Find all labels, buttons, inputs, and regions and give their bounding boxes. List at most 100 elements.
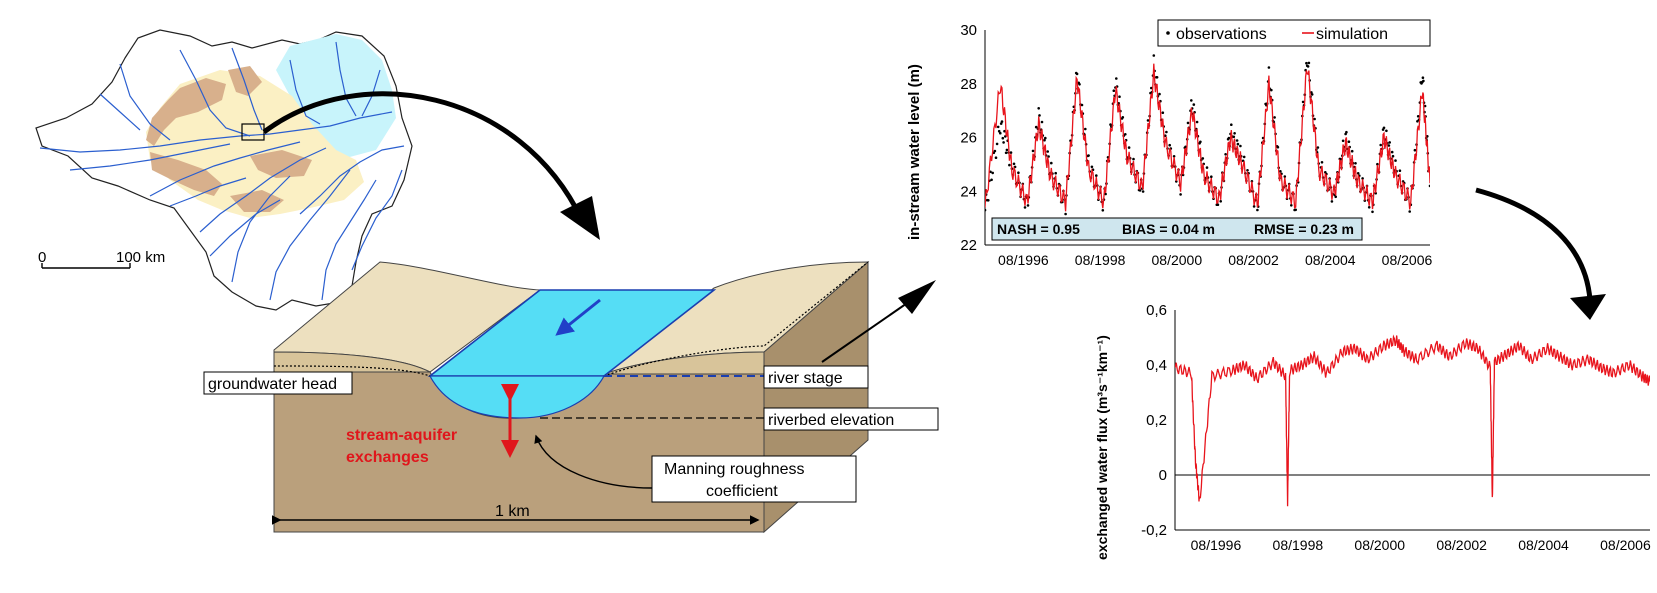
- observation-point: [1075, 72, 1079, 76]
- observation-point: [1199, 140, 1202, 144]
- observation-point: [1179, 193, 1182, 196]
- observation-point: [1227, 136, 1231, 140]
- flux-ylabel: exchanged water flux (m³s⁻¹km⁻¹): [1094, 335, 1110, 560]
- observation-point: [1034, 125, 1038, 129]
- scale-start-label: 0: [38, 249, 46, 266]
- stats-bias: BIAS = 0.04 m: [1122, 221, 1215, 237]
- observation-point: [1290, 204, 1293, 207]
- map-brown-region-1: [146, 78, 226, 146]
- observation-point: [1416, 115, 1420, 118]
- observation-point: [999, 131, 1002, 135]
- ytick-label: 22: [960, 237, 977, 254]
- observation-point: [999, 122, 1003, 125]
- observation-point: [1090, 165, 1094, 169]
- observation-point: [985, 208, 987, 212]
- observation-point: [1003, 129, 1006, 133]
- observation-point: [1158, 92, 1161, 96]
- ytick-label: 0,6: [1146, 302, 1167, 319]
- observation-point: [1301, 100, 1305, 104]
- observation-point: [1127, 146, 1131, 149]
- observation-point: [1038, 114, 1041, 117]
- flow-direction-arrow: [555, 298, 601, 336]
- observation-point: [1270, 88, 1273, 92]
- scale-end-label: 100 km: [116, 249, 165, 266]
- observation-point: [1184, 145, 1187, 149]
- observation-point: [1046, 150, 1049, 153]
- xtick-label: 08/2002: [1228, 252, 1279, 268]
- observation-point: [1390, 150, 1394, 154]
- groundwater-head-box: [203, 371, 353, 395]
- observation-point: [1050, 161, 1053, 165]
- observation-point: [1387, 144, 1391, 147]
- observation-point: [1104, 192, 1107, 196]
- series-line-flux: [1175, 334, 1650, 507]
- legend-simulation: simulation: [1316, 26, 1388, 43]
- observation-point: [1361, 177, 1364, 180]
- observation-point: [1161, 111, 1165, 114]
- xtick-label: 08/1998: [1273, 537, 1324, 553]
- observation-point: [1043, 138, 1046, 142]
- observation-point: [1210, 175, 1213, 178]
- observation-point: [1388, 141, 1391, 144]
- observation-point: [1004, 151, 1008, 155]
- observation-point: [987, 199, 990, 202]
- ytick-label: -0,2: [1141, 522, 1167, 539]
- observation-point: [1054, 171, 1057, 175]
- observation-point: [995, 142, 999, 146]
- xtick-label: 08/1998: [1075, 252, 1126, 268]
- exchanges-label-line2: exchanges: [346, 449, 429, 466]
- observation-point: [1246, 169, 1249, 172]
- observation-point: [1230, 123, 1233, 126]
- stats-nash: NASH = 0.95: [997, 221, 1080, 237]
- observation-point: [1421, 76, 1425, 79]
- observation-point: [1408, 210, 1411, 213]
- series-line-simulation: [985, 63, 1430, 212]
- observation-point: [1084, 127, 1087, 131]
- observation-point: [1310, 93, 1314, 96]
- river-network: [39, 41, 405, 301]
- observation-point: [1252, 205, 1256, 208]
- observation-point: [1276, 145, 1280, 149]
- observation-point: [1037, 107, 1040, 110]
- observation-point: [1426, 135, 1429, 138]
- observation-point: [1080, 103, 1084, 107]
- observation-point: [1279, 170, 1282, 173]
- observation-point: [1391, 154, 1395, 158]
- observation-point: [1242, 155, 1246, 159]
- xtick-label: 08/2004: [1305, 252, 1356, 268]
- observation-point: [1385, 129, 1388, 133]
- xtick-label: 08/2000: [1354, 537, 1405, 553]
- observation-point: [1001, 136, 1005, 140]
- observation-point: [1124, 133, 1127, 136]
- observation-point: [1023, 206, 1027, 209]
- observation-point: [1334, 195, 1337, 199]
- observation-point: [1146, 119, 1150, 122]
- observation-point: [1313, 117, 1316, 121]
- observation-point: [1345, 130, 1348, 134]
- observation-point: [1224, 153, 1227, 156]
- observation-point: [1087, 154, 1090, 157]
- observation-point: [1294, 208, 1297, 212]
- xtick-label: 08/2006: [1382, 252, 1433, 268]
- observation-point: [1201, 157, 1205, 160]
- left-edge-face: [273, 351, 431, 373]
- observation-point: [1064, 212, 1067, 216]
- observation-point: [1394, 159, 1397, 162]
- stats-rmse: RMSE = 0.23 m: [1254, 221, 1354, 237]
- observation-point: [1354, 162, 1357, 165]
- observation-point: [1233, 132, 1236, 135]
- observation-point: [1423, 104, 1427, 108]
- ytick-label: 28: [960, 76, 977, 93]
- ytick-label: 0: [1159, 467, 1167, 484]
- observation-point: [1428, 184, 1430, 188]
- river-stage-box: [763, 365, 869, 389]
- observation-point: [1150, 86, 1153, 90]
- observation-point: [1416, 120, 1419, 123]
- groundwater-head-label: groundwater head: [208, 376, 337, 393]
- observation-point: [1422, 79, 1425, 83]
- observation-point: [1341, 139, 1345, 143]
- observation-point: [1040, 120, 1044, 124]
- observation-point: [1186, 121, 1190, 125]
